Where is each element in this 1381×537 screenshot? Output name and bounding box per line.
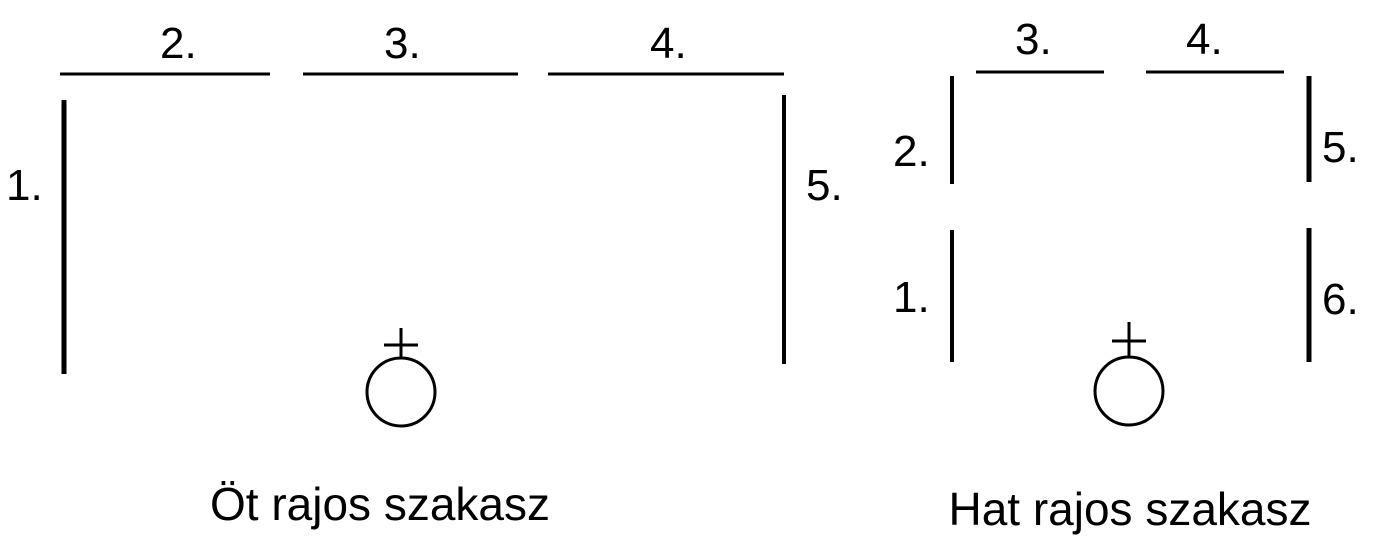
label-3: 3. bbox=[384, 19, 421, 68]
label-1: 1. bbox=[6, 161, 43, 210]
label-6: 6. bbox=[1322, 275, 1359, 324]
label-5: 5. bbox=[806, 161, 843, 210]
label-3: 3. bbox=[1015, 15, 1052, 64]
label-4: 4. bbox=[650, 19, 687, 68]
caption-five: Öt rajos szakasz bbox=[210, 478, 550, 530]
label-2: 2. bbox=[160, 19, 197, 68]
label-5: 5. bbox=[1322, 123, 1359, 172]
caption-six: Hat rajos szakasz bbox=[948, 483, 1311, 535]
female-symbol-icon bbox=[1093, 322, 1165, 427]
label-2: 2. bbox=[893, 127, 930, 176]
label-1: 1. bbox=[893, 273, 930, 322]
six-unit-section: 1. 2. 3. 4. 5. 6. Hat rajos szakasz bbox=[893, 15, 1359, 535]
female-symbol-icon bbox=[365, 328, 437, 428]
label-4: 4. bbox=[1186, 15, 1223, 64]
five-unit-section: 1. 2. 3. 4. 5. Öt rajos szakasz bbox=[6, 19, 843, 530]
